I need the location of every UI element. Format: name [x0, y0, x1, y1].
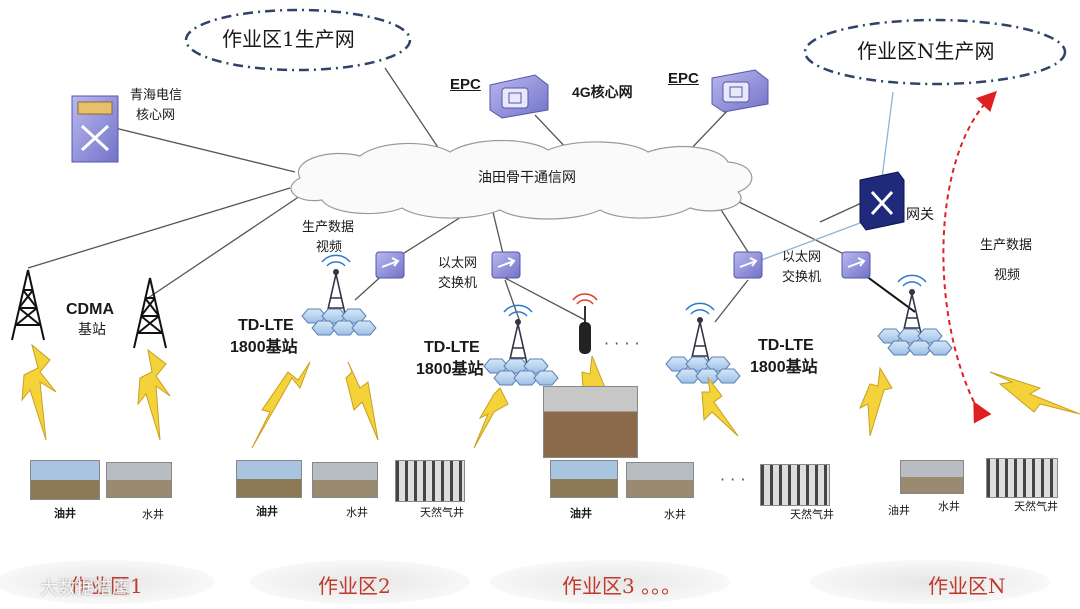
tdlte-mid-label-1: TD-LTE [424, 339, 480, 356]
prod-video-right-1: 生产数据 [980, 238, 1033, 253]
water-well-photo-z1 [106, 462, 172, 498]
cdma-tower-icons [11, 269, 167, 349]
light-lines [755, 91, 894, 263]
oil-well-photo-zN [900, 460, 964, 494]
dots-bottom: · · · [720, 470, 746, 489]
water-well-photo-z3 [626, 462, 694, 498]
well-label-zN-oil: 油井 [888, 504, 910, 517]
oil-well-photo-z2 [236, 460, 302, 498]
zone1-net-ellipse [184, 8, 412, 72]
telecom-core-icon [71, 95, 119, 163]
telecom-label-1: 青海电信 [130, 88, 183, 103]
watermark: 大数据猎鹰 [40, 578, 130, 599]
well-label-z2-gas: 天然气井 [420, 506, 464, 519]
gas-well-photo-zN [986, 458, 1058, 498]
oil-well-photo-z1 [30, 460, 100, 500]
well-label-z1-water: 水井 [142, 508, 164, 521]
core-network-label: 4G核心网 [572, 84, 633, 100]
well-label-zN-water: 水井 [938, 500, 960, 513]
switch-right-label-1: 以太网 [782, 250, 822, 265]
zoneN-net-label: 作业区N生产网 [857, 39, 995, 63]
zoneN-net-ellipse [803, 18, 1067, 86]
dots-mid: · · · · [604, 334, 640, 353]
prod-video-left-1: 生产数据 [302, 220, 355, 235]
well-label-z1-oil: 油井 [54, 508, 76, 520]
gas-well-photo-z3 [760, 464, 830, 506]
cdma-label-2: 基站 [78, 322, 106, 338]
tdlte-mid-label-2: 1800基站 [416, 361, 484, 378]
oil-well-photo-z3 [550, 460, 618, 498]
switch-icons [375, 251, 871, 279]
zone1-net-label: 作业区1生产网 [222, 27, 355, 51]
zoneN-label: 作业区N [928, 574, 1006, 598]
zone-backgrounds [0, 560, 1050, 604]
well-label-z2-oil: 油井 [256, 506, 278, 518]
red-curve-arrow [942, 90, 997, 424]
gas-well-photo-z2 [395, 460, 465, 502]
switch-mid-label-1: 以太网 [438, 256, 478, 271]
cdma-label-1: CDMA [66, 301, 114, 318]
well-label-zN-gas: 天然气井 [1014, 500, 1058, 513]
tdlte-left-label-1: TD-LTE [238, 317, 294, 334]
tdlte-left-label-2: 1800基站 [230, 339, 298, 356]
well-label-z3-oil: 油井 [570, 508, 592, 520]
gateway-icon [859, 171, 905, 231]
telecom-label-2: 核心网 [136, 108, 176, 123]
zone1-label: 作业区1 [70, 574, 143, 598]
wireless-ap-icon [572, 293, 598, 354]
prod-video-left-2: 视频 [316, 240, 343, 255]
tdlte-station-icons [301, 254, 953, 386]
well-label-z3-water: 水井 [664, 508, 686, 521]
epc-left-icon [489, 74, 549, 119]
well-label-z2-water: 水井 [346, 506, 368, 519]
gateway-label: 网关 [906, 207, 934, 223]
switch-right-label-2: 交换机 [782, 270, 822, 285]
epc-right-icon [711, 69, 769, 113]
backbone-label: 油田骨干通信网 [478, 170, 576, 186]
switch-mid-label-2: 交换机 [438, 276, 478, 291]
well-label-z3-gas: 天然气井 [790, 508, 834, 521]
zone2-label: 作业区2 [318, 574, 391, 598]
backbone-cloud [290, 139, 753, 220]
water-well-photo-z2 [312, 462, 378, 498]
zone3-label: 作业区3 。。。 [562, 574, 682, 598]
scene-photo [543, 386, 638, 458]
tdlte-right-label-2: 1800基站 [750, 359, 818, 376]
tdlte-right-label-1: TD-LTE [758, 337, 814, 354]
epc-right-label: EPC [668, 70, 699, 87]
prod-video-right-2: 视频 [994, 268, 1021, 283]
epc-left-label: EPC [450, 76, 481, 93]
